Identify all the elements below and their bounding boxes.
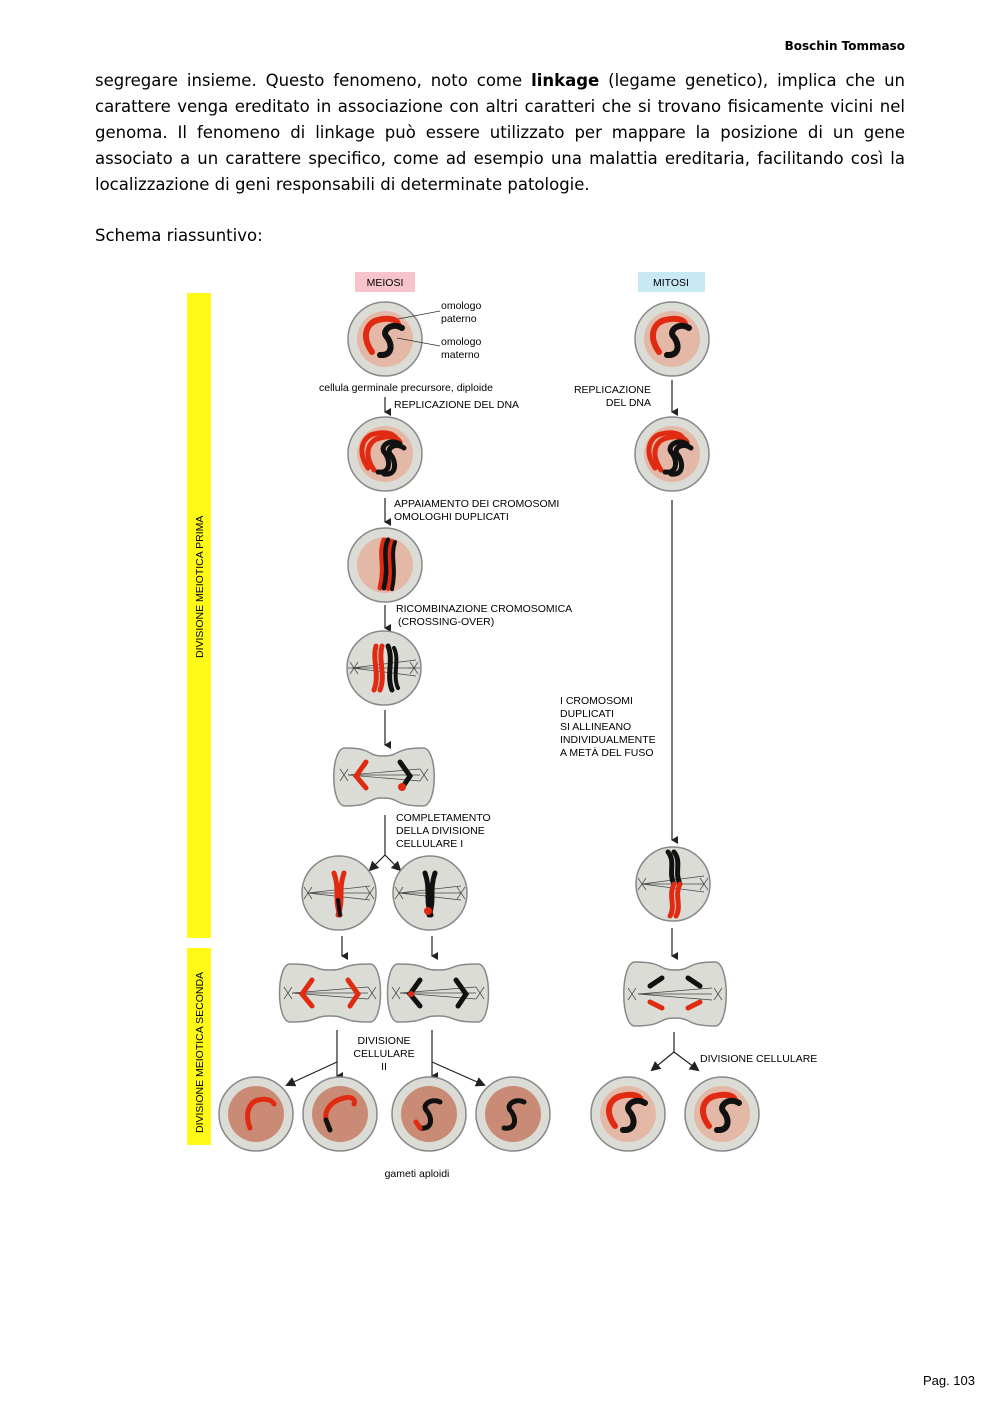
label-mit-replicazione-2: DEL DNA	[606, 397, 651, 409]
label-ricombinazione-2: (CROSSING-OVER)	[398, 616, 494, 628]
label-completamento-1: COMPLETAMENTO	[396, 812, 491, 824]
label-omologo-paterno-2: paterno	[441, 313, 477, 325]
page-number: Pag. 103	[922, 1373, 975, 1388]
label-divisione-ii-3: II	[381, 1061, 387, 1073]
meiosis-cell-crossing-over	[346, 630, 422, 706]
gamete-cell-1	[218, 1076, 294, 1152]
mitosis-cell-metaphase	[635, 846, 711, 922]
meiosis-cell-replicated	[347, 416, 423, 492]
mitosis-daughter-cell-left	[590, 1076, 666, 1152]
meiosis-cell-anaphase-2-right	[386, 963, 490, 1023]
mitosis-cell-start	[634, 301, 710, 377]
label-divisione-ii-2: CELLULARE	[353, 1048, 414, 1060]
label-mit-allineano-3: SI ALLINEANO	[560, 721, 631, 733]
side-label-first: DIVISIONE MEIOTICA PRIMA	[194, 516, 206, 658]
label-mit-allineano-5: A METÀ DEL FUSO	[560, 746, 654, 759]
label-mit-allineano-4: INDIVIDUALMENTE	[560, 734, 656, 746]
label-ricombinazione-1: RICOMBINAZIONE CROMOSOMICA	[396, 603, 572, 615]
label-completamento-2: DELLA DIVISIONE	[396, 825, 485, 837]
gamete-cell-2	[302, 1076, 378, 1152]
meiosi-header-bg	[355, 272, 415, 292]
label-omologo-paterno-1: omologo	[441, 300, 481, 312]
label-appaiamento-2: OMOLOGHI DUPLICATI	[394, 511, 509, 523]
paragraph-text-end: (legame genetico), implica che un caratt…	[95, 71, 905, 194]
meiosis-cell-anaphase-2-left	[278, 963, 382, 1023]
gamete-cell-3	[391, 1076, 467, 1152]
label-cellula-germinale: cellula germinale precursore, diploide	[319, 382, 493, 394]
meiosis-daughter-cell-left	[301, 855, 377, 931]
mitosis-cell-replicated	[634, 416, 710, 492]
gamete-cell-4	[475, 1076, 551, 1152]
meiosis-daughter-cell-right	[392, 855, 468, 931]
meiosis-cell-anaphase-1	[333, 747, 435, 807]
label-omologo-materno-2: materno	[441, 349, 480, 361]
mitosi-header: MITOSI	[653, 277, 689, 289]
mitosis-daughter-cell-right	[684, 1076, 760, 1152]
label-gameti-aploidi: gameti aploidi	[385, 1168, 450, 1180]
label-divisione-ii-1: DIVISIONE	[357, 1035, 410, 1047]
label-mit-allineano-2: DUPLICATI	[560, 708, 614, 720]
label-omologo-materno-1: omologo	[441, 336, 481, 348]
meiosi-header: MEIOSI	[367, 277, 404, 289]
author-name: Boschin Tommaso	[784, 39, 905, 53]
paragraph-text-start: segregare insieme. Questo fenomeno, noto…	[95, 71, 532, 90]
mitosis-cell-anaphase	[623, 961, 727, 1027]
keyword-linkage: linkage	[531, 71, 600, 90]
label-mit-divisione: DIVISIONE CELLULARE	[700, 1053, 817, 1065]
meiosis-cell-precursor	[347, 301, 423, 377]
label-completamento-3: CELLULARE I	[396, 838, 463, 850]
body-paragraph: segregare insieme. Questo fenomeno, noto…	[95, 68, 905, 198]
mitosi-header-bg	[638, 272, 705, 292]
label-mit-replicazione-1: REPLICAZIONE	[574, 384, 651, 396]
label-mit-allineano-1: I CROMOSOMI	[560, 695, 633, 707]
side-bar-second	[187, 948, 211, 1145]
side-label-second: DIVISIONE MEIOTICA SECONDA	[194, 972, 206, 1133]
meiosis-cell-pairing	[347, 527, 423, 603]
schema-title: Schema riassuntivo:	[95, 226, 263, 245]
label-appaiamento-1: APPAIAMENTO DEI CROMOSOMI	[394, 498, 559, 510]
label-replicazione-dna: REPLICAZIONE DEL DNA	[394, 399, 519, 411]
side-bar-first	[187, 293, 211, 938]
